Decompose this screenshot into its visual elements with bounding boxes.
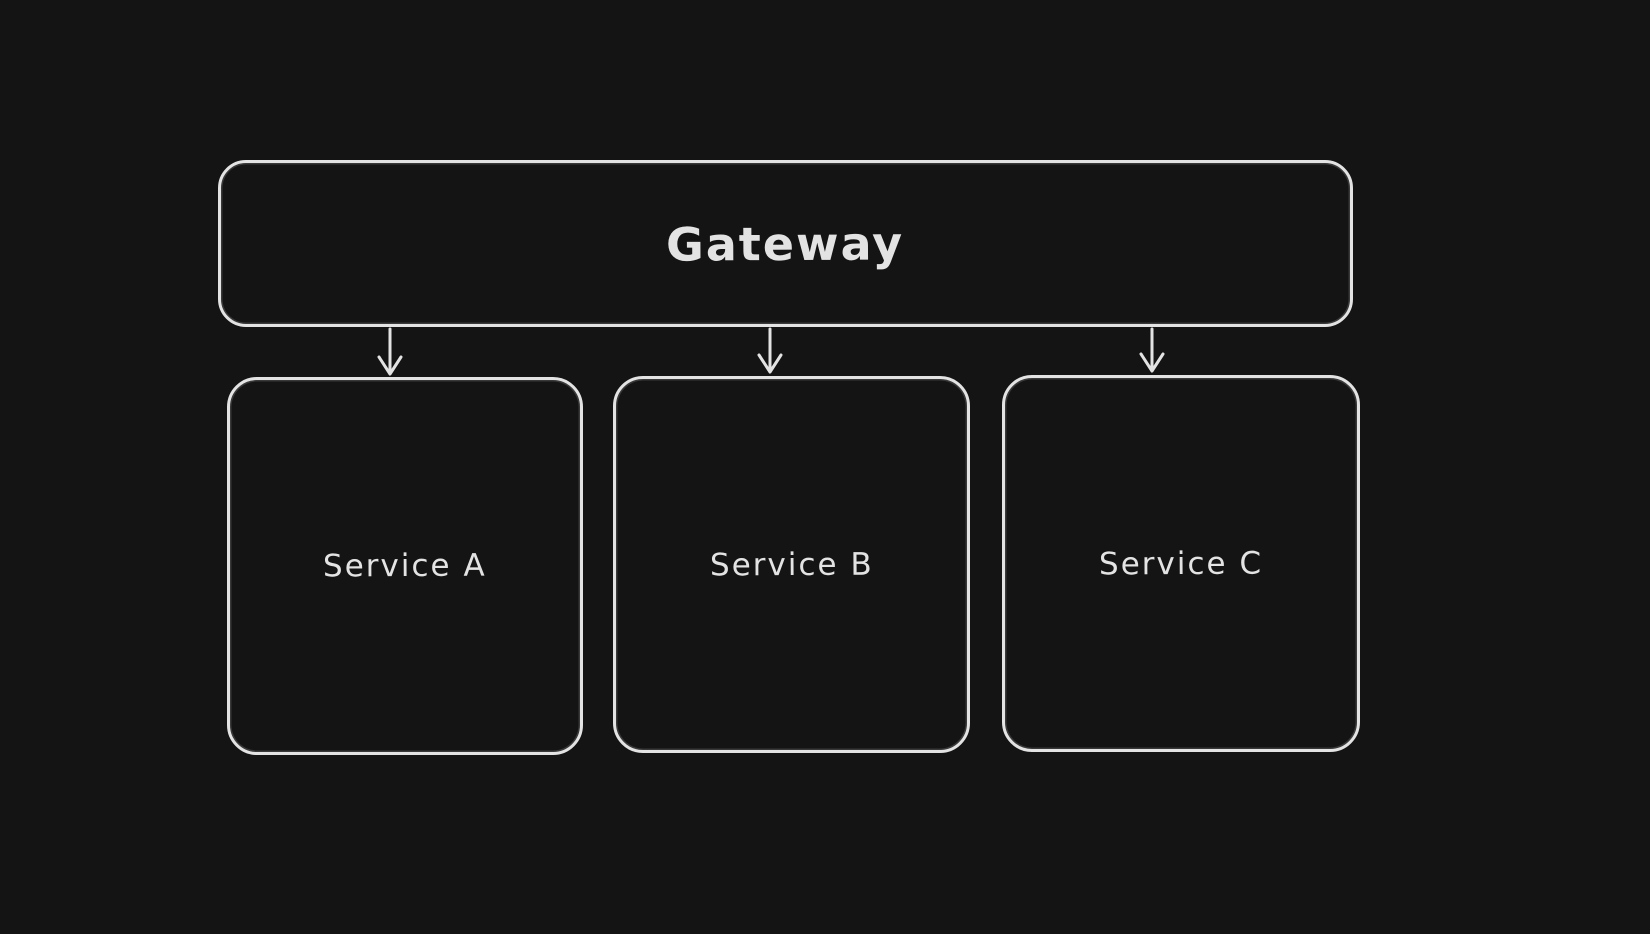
service-c-label: Service C <box>1098 545 1264 582</box>
node-service-a: Service A <box>227 377 583 755</box>
gateway-label: Gateway <box>666 215 905 272</box>
service-b-label: Service B <box>709 546 874 583</box>
node-gateway: Gateway <box>218 160 1353 327</box>
arrow-gateway-to-service-a <box>377 327 403 376</box>
node-service-b: Service B <box>613 376 970 753</box>
node-service-c: Service C <box>1002 375 1360 752</box>
arrow-gateway-to-service-c <box>1139 327 1165 373</box>
arrow-gateway-to-service-b <box>757 327 783 374</box>
service-a-label: Service A <box>323 547 487 585</box>
